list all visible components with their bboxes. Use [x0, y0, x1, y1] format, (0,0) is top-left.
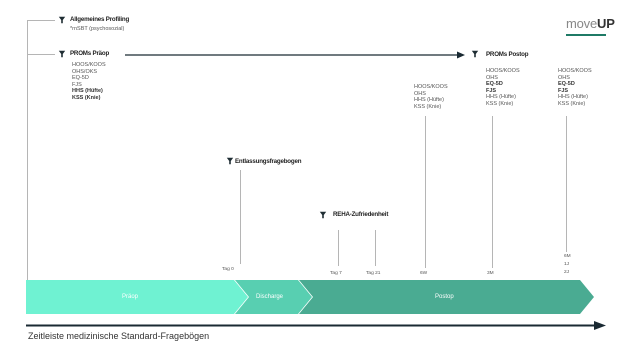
- logo-part-up: UP: [597, 16, 615, 31]
- entlassung-title: Entlassungsfragebogen: [235, 158, 302, 165]
- tick-6m: 6M: [564, 254, 571, 259]
- left-vertical-line: [27, 20, 28, 280]
- phase-postop-shape: [299, 280, 594, 314]
- col-6m-list: HOOS/KOOS OHS EQ-5D FJS HHS (Hüfte) KSS …: [558, 68, 592, 108]
- list-item: OHS: [414, 90, 426, 97]
- list-item: HOOS/KOOS: [558, 68, 592, 74]
- list-item: OHS: [558, 74, 570, 81]
- timeline-arrow: [26, 321, 606, 330]
- funnel-icon: [319, 211, 327, 219]
- prom-postop-title: PROMs Postop: [486, 51, 529, 58]
- phase-discharge-label: Discharge: [256, 294, 284, 300]
- logo-underline: [566, 34, 606, 36]
- col-3m-list: HOOS/KOOS OHS EQ-5D FJS HHS (Hüfte) KSS …: [486, 68, 520, 108]
- funnel-icon: [58, 50, 66, 58]
- tag0-line: [240, 170, 241, 264]
- list-item: HOOS/KOOS: [486, 68, 520, 74]
- list-item: KSS (Knie): [414, 103, 442, 110]
- list-item: FJS: [486, 87, 497, 94]
- list-item: EQ-5D: [72, 75, 89, 82]
- list-item: HOOS/KOOS: [414, 84, 448, 90]
- profiling-connector: [27, 20, 55, 21]
- list-item: OHS: [486, 74, 498, 81]
- list-item: EQ-5D: [486, 81, 503, 88]
- tick-3m: 3M: [487, 271, 494, 276]
- praeop-connector: [27, 54, 55, 55]
- list-item: HHS (Hüfte): [558, 94, 588, 101]
- list-item: OHS/OKS: [72, 68, 98, 75]
- slide-frame: [14, 8, 612, 330]
- list-item: KSS (Knie): [486, 100, 514, 107]
- tick-1j: 1J: [564, 262, 570, 267]
- praeop-to-postop-arrow: [125, 51, 465, 59]
- tick-6w: 6W: [420, 271, 428, 276]
- tick-tag21: Tag 21: [366, 271, 381, 276]
- profiling-subtitle: *rnSBT (psychosozial): [70, 26, 125, 32]
- list-item: FJS: [72, 81, 82, 88]
- funnel-icon: [226, 157, 234, 165]
- profiling-title: Allgemeines Profiling: [70, 16, 130, 23]
- list-item: HHS (Hüfte): [486, 94, 516, 101]
- tag21-line: [375, 230, 376, 266]
- timepoint-6w-line: [425, 116, 426, 268]
- funnel-icon: [471, 50, 479, 58]
- phase-postop-label: Postop: [435, 294, 454, 300]
- list-item: KSS (Knie): [558, 100, 586, 107]
- phase-bar: [26, 280, 594, 314]
- tick-tag0: Tag 0: [222, 267, 234, 272]
- prom-praeop-list: HOOS/KOOS OHS/OKS EQ-5D FJS HHS (Hüfte) …: [72, 62, 106, 102]
- timepoint-6m-line: [566, 116, 567, 252]
- moveup-logo: moveUP: [566, 16, 615, 31]
- prom-praeop-title: PROMs Präop: [70, 50, 110, 57]
- list-item: EQ-5D: [558, 81, 575, 88]
- tag7-line: [338, 230, 339, 266]
- funnel-icon: [58, 16, 66, 24]
- list-item: HOOS/KOOS: [72, 62, 106, 68]
- timeline-caption: Zeitleiste medizinische Standard-Fragebö…: [28, 331, 210, 341]
- phase-praeop-label: Präop: [122, 294, 139, 300]
- list-item: KSS (Knie): [72, 94, 101, 101]
- phase-discharge-shape: [235, 280, 312, 314]
- phase-praeop-shape: [26, 280, 248, 314]
- logo-part-move: move: [566, 16, 597, 31]
- timepoint-3m-line: [492, 116, 493, 268]
- col-6w-list: HOOS/KOOS OHS HHS (Hüfte) KSS (Knie): [414, 84, 448, 110]
- tick-tag7: Tag 7: [330, 271, 342, 276]
- list-item: HHS (Hüfte): [72, 88, 103, 95]
- list-item: FJS: [558, 87, 569, 94]
- reha-title: REHA-Zufriedenheit: [333, 211, 389, 218]
- list-item: HHS (Hüfte): [414, 97, 444, 104]
- tick-2j: 2J: [564, 270, 570, 275]
